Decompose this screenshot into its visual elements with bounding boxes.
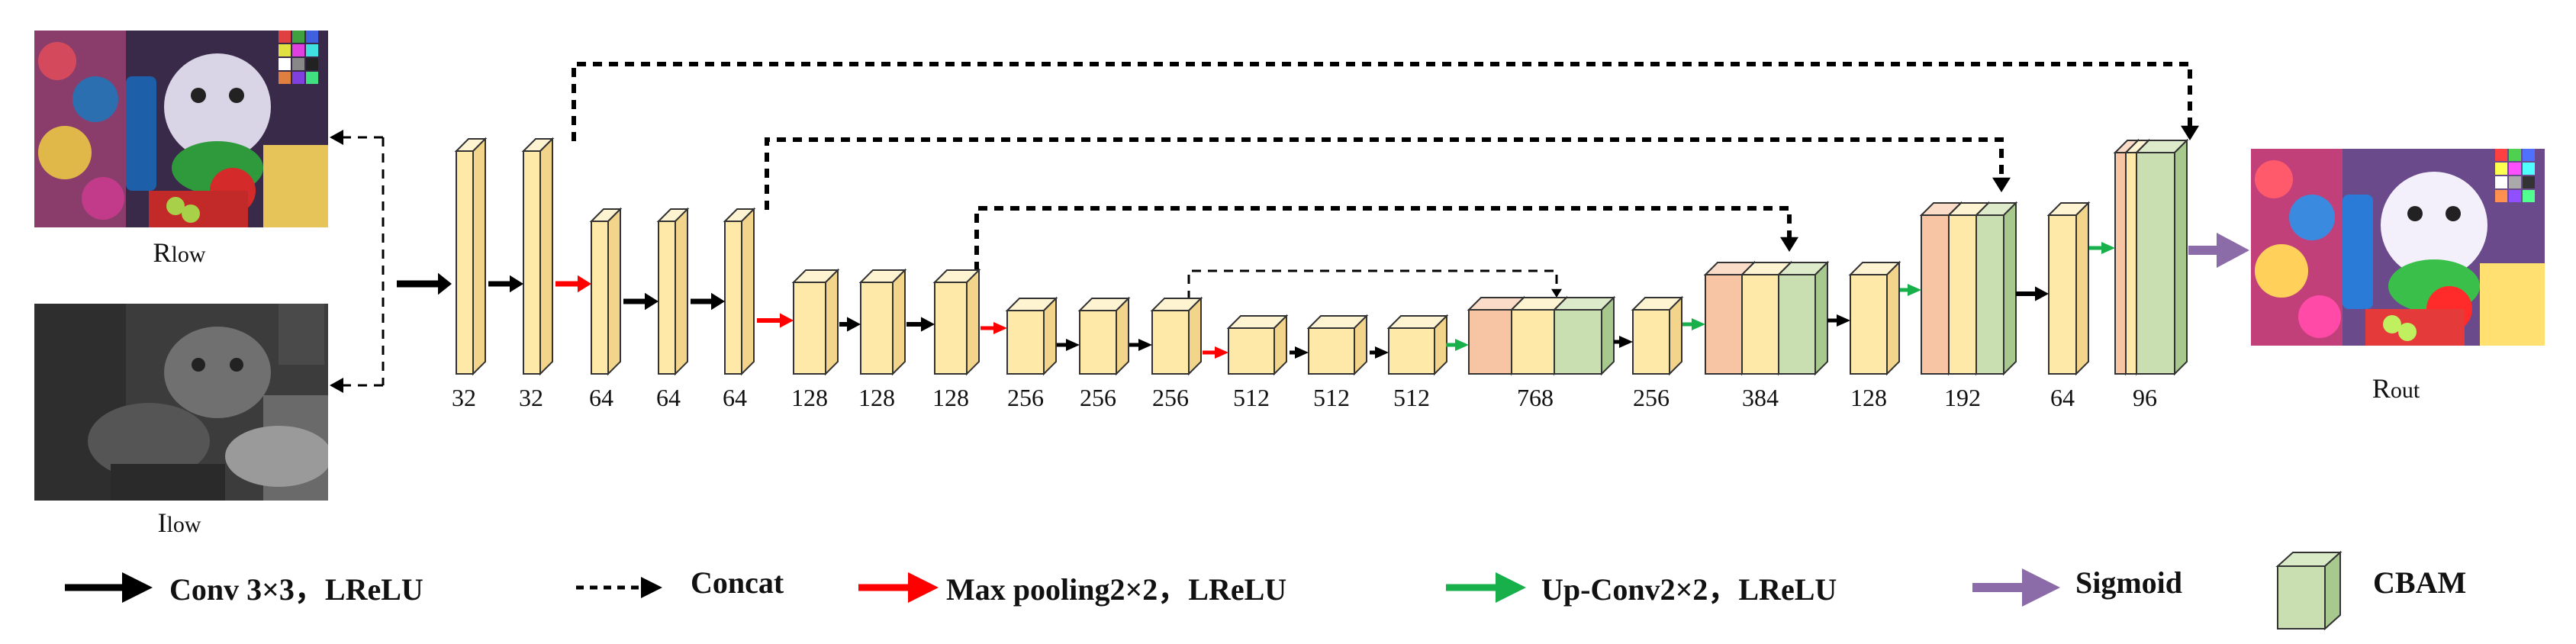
concat-arrowhead bbox=[2181, 125, 2199, 140]
channel-label: 512 bbox=[1393, 384, 1430, 411]
conv-arrow bbox=[691, 292, 725, 311]
upconv-arrow bbox=[1446, 339, 1469, 351]
channel-label: 128 bbox=[791, 384, 828, 411]
concat-line-256 bbox=[1187, 269, 1558, 300]
i-low-label: Ilow bbox=[157, 507, 201, 538]
feature-block-14 bbox=[1386, 314, 1449, 376]
maxpool-arrow bbox=[757, 313, 794, 328]
legend-sigmoid-arrow-icon bbox=[1972, 568, 2060, 607]
concat-arrowhead bbox=[1992, 177, 2011, 192]
feature-block-7 bbox=[858, 268, 907, 376]
input-arrowhead bbox=[330, 378, 343, 393]
feature-block-9 bbox=[1005, 296, 1058, 376]
feature-block-5 bbox=[723, 207, 756, 376]
legend-concat-label: Concat bbox=[691, 565, 784, 600]
legend-upconv-label: Up-Conv2×2，LReLU bbox=[1541, 572, 1837, 607]
concat-line-64 bbox=[765, 137, 2004, 210]
concat-arrowhead bbox=[1780, 237, 1798, 252]
legend-conv-arrow-icon bbox=[65, 572, 153, 603]
concat-arrowhead bbox=[1551, 288, 1562, 298]
channel-label: 128 bbox=[932, 384, 969, 411]
sigmoid-arrow bbox=[2188, 233, 2249, 268]
channel-label: 512 bbox=[1233, 384, 1270, 411]
feature-block-6 bbox=[791, 268, 840, 376]
i-low-image bbox=[34, 304, 328, 501]
cbam-block-192 bbox=[1974, 201, 2018, 376]
channel-label: 256 bbox=[1007, 384, 1044, 411]
conv-arrow bbox=[1827, 314, 1850, 327]
feature-block-12 bbox=[1226, 314, 1289, 376]
conv-arrow bbox=[1057, 339, 1080, 351]
channel-label: 384 bbox=[1742, 384, 1779, 411]
channel-label: 64 bbox=[656, 384, 681, 411]
feature-block-10 bbox=[1077, 296, 1131, 376]
conv-arrow bbox=[1290, 346, 1309, 359]
legend-conv-label: Conv 3×3，LReLU bbox=[169, 572, 423, 607]
maxpool-arrow bbox=[980, 322, 1007, 334]
conv-arrow bbox=[623, 292, 658, 311]
legend-upconv-arrow-icon bbox=[1446, 572, 1526, 603]
conv-arrow bbox=[839, 317, 861, 332]
conv-arrow-input bbox=[397, 272, 452, 295]
r-out-label: Rout bbox=[2372, 373, 2420, 404]
feature-block-256-dec bbox=[1631, 295, 1684, 376]
input-arrowhead bbox=[330, 130, 343, 145]
feature-block-11 bbox=[1150, 296, 1203, 376]
channel-label: 64 bbox=[2050, 384, 2075, 411]
channel-label: 128 bbox=[1850, 384, 1887, 411]
concat-line-128 bbox=[974, 206, 1792, 271]
r-low-label: Rlow bbox=[153, 237, 206, 268]
concat-block-768-up bbox=[1509, 295, 1569, 376]
conv-arrow bbox=[2016, 286, 2049, 301]
conv-arrow bbox=[1370, 346, 1389, 359]
maxpool-arrow bbox=[555, 275, 591, 293]
channel-label: 96 bbox=[2133, 384, 2157, 411]
legend-concat-arrow-icon bbox=[576, 577, 662, 598]
maxpool-arrow bbox=[1203, 346, 1228, 359]
r-out-image bbox=[2251, 149, 2545, 346]
channel-label: 768 bbox=[1517, 384, 1554, 411]
channel-label: 64 bbox=[589, 384, 613, 411]
feature-block-2 bbox=[521, 137, 555, 376]
channel-label: 192 bbox=[1944, 384, 1981, 411]
channel-label: 256 bbox=[1633, 384, 1670, 411]
cbam-block-96 bbox=[2134, 138, 2189, 376]
feature-block-4 bbox=[656, 207, 690, 376]
channel-label: 512 bbox=[1313, 384, 1350, 411]
conv-arrow bbox=[1129, 339, 1152, 351]
upconv-arrow bbox=[2089, 242, 2115, 254]
conv-arrow bbox=[488, 275, 523, 293]
feature-block-1 bbox=[454, 137, 488, 376]
channel-label: 32 bbox=[519, 384, 543, 411]
legend-sigmoid-label: Sigmoid bbox=[2075, 565, 2183, 600]
network-svg: 32 32 64 64 64 128 128 128 256 256 256 512 512 512 768… bbox=[330, 62, 2249, 411]
channel-label: 64 bbox=[723, 384, 747, 411]
channel-label: 128 bbox=[858, 384, 895, 411]
cbam-block-384 bbox=[1776, 260, 1830, 376]
channel-label: 256 bbox=[1080, 384, 1116, 411]
channel-label: 32 bbox=[452, 384, 476, 411]
cbam-block-768 bbox=[1552, 295, 1616, 376]
upconv-arrow bbox=[1900, 284, 1921, 296]
legend-maxpool-arrow-icon bbox=[858, 572, 939, 603]
r-low-image bbox=[34, 31, 328, 227]
feature-block-64-dec bbox=[2046, 201, 2091, 376]
legend-cbam-label: CBAM bbox=[2373, 565, 2467, 600]
feature-block-3 bbox=[589, 207, 623, 376]
channel-label: 256 bbox=[1152, 384, 1189, 411]
legend bbox=[65, 550, 2343, 631]
legend-cbam-block-icon bbox=[2275, 550, 2343, 631]
conv-arrow bbox=[1614, 336, 1633, 348]
upconv-arrow bbox=[1682, 318, 1705, 330]
feature-block-128-dec bbox=[1848, 260, 1901, 376]
conv-arrow bbox=[906, 317, 935, 332]
concat-line-32 bbox=[572, 62, 2192, 141]
feature-block-13 bbox=[1306, 314, 1369, 376]
legend-maxpool-label: Max pooling2×2，LReLU bbox=[946, 572, 1287, 607]
feature-block-8 bbox=[932, 268, 981, 376]
